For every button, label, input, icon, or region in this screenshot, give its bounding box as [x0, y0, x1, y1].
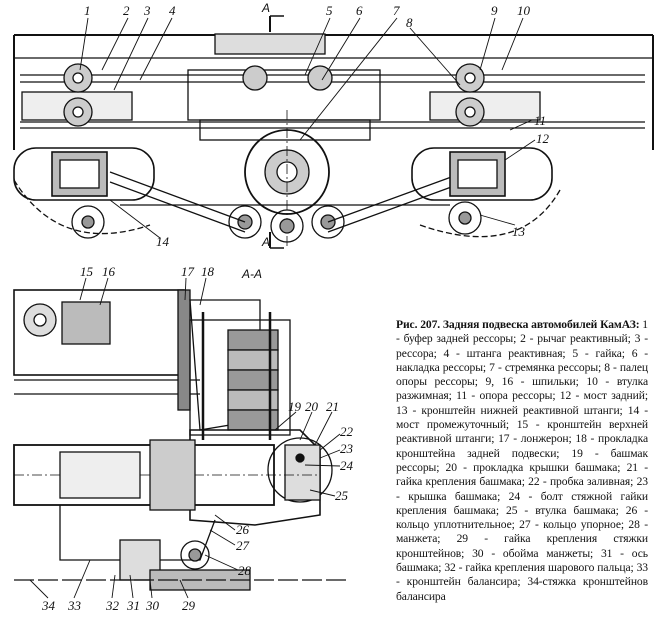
callout-9: 9 [491, 3, 498, 18]
callout-28: 28 [238, 563, 252, 578]
callout-27: 27 [236, 538, 250, 553]
callout-2: 2 [123, 3, 130, 18]
callout-23: 23 [340, 441, 354, 456]
callout-21: 21 [326, 399, 339, 414]
callout-11: 11 [534, 113, 546, 128]
caption-body: 1 - буфер задней рессоры; 2 - рычаг реак… [396, 318, 648, 603]
callout-10: 10 [517, 3, 531, 18]
callout-32: 32 [105, 598, 120, 613]
callout-18: 18 [201, 264, 215, 279]
callout-26: 26 [236, 522, 250, 537]
callout-22: 22 [340, 424, 354, 439]
callout-6: 6 [356, 3, 363, 18]
figure-caption: Рис. 207. Задняя подвеска автомобилей Ка… [396, 318, 648, 604]
section-arrow-bottom: A [261, 235, 270, 249]
callout-16: 16 [102, 264, 116, 279]
top-callouts: 1 2 3 4 5 6 7 8 9 10 11 12 13 14 A A [84, 1, 550, 249]
caption-title: Рис. 207. Задняя подвеска автомобилей Ка… [396, 318, 640, 331]
callout-8: 8 [406, 15, 413, 30]
callout-7: 7 [393, 3, 400, 18]
callout-3: 3 [143, 3, 151, 18]
callout-33: 33 [67, 598, 82, 613]
callout-24: 24 [340, 458, 354, 473]
callout-1: 1 [84, 3, 91, 18]
callout-20: 20 [305, 399, 319, 414]
callout-15: 15 [80, 264, 94, 279]
callout-25: 25 [335, 488, 349, 503]
section-label: A-A [241, 267, 262, 281]
callout-17: 17 [181, 264, 195, 279]
callout-14: 14 [156, 234, 170, 249]
callout-5: 5 [326, 3, 333, 18]
callout-12: 12 [536, 131, 550, 146]
section-view [13, 277, 350, 599]
callout-13: 13 [512, 224, 526, 239]
callout-34: 34 [41, 598, 56, 613]
callout-31: 31 [126, 598, 140, 613]
callout-19: 19 [288, 399, 302, 414]
callout-4: 4 [169, 3, 176, 18]
top-view [13, 15, 654, 249]
callout-30: 30 [145, 598, 160, 613]
callout-29: 29 [182, 598, 196, 613]
bottom-callouts: A-A 15 16 17 18 19 20 21 22 23 24 25 26 … [41, 264, 354, 613]
section-arrow-top: A [261, 1, 270, 15]
